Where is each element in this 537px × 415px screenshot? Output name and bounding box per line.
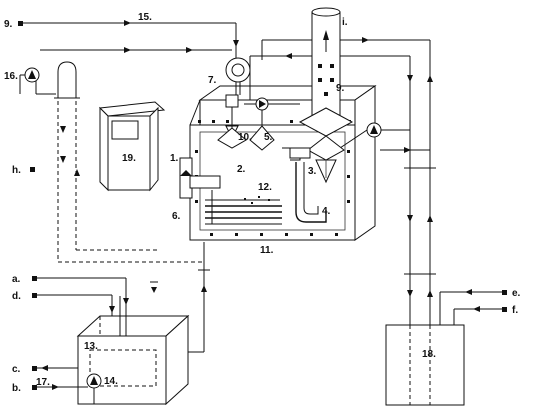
label-5: 5. — [264, 132, 273, 143]
label-17: 17. — [36, 377, 50, 388]
tank-13 — [76, 286, 190, 406]
label-d: d. — [12, 291, 21, 302]
computer-19 — [98, 101, 166, 192]
label-9-cyclone: 9. — [336, 83, 345, 94]
tank-18 — [385, 289, 507, 406]
label-a: a. — [12, 274, 21, 285]
main-chamber-11 — [189, 85, 377, 241]
pipe-pump-16 — [19, 47, 232, 95]
label-15: 15. — [138, 12, 152, 23]
label-e: e. — [512, 288, 521, 299]
u-tube-left — [54, 61, 204, 263]
label-b: b. — [12, 383, 21, 394]
exhaust-stack — [298, 7, 354, 137]
cyclone-3 — [282, 135, 345, 184]
label-4: 4. — [322, 206, 331, 217]
label-1: 1. — [170, 153, 179, 164]
label-19: 19. — [122, 153, 136, 164]
pump-chamber-top — [244, 97, 300, 111]
label-i: i. — [342, 17, 348, 28]
label-16: 16. — [4, 71, 18, 82]
marker-h — [30, 167, 35, 172]
pipe-9-inlet — [18, 20, 239, 100]
label-3: 3. — [308, 166, 317, 177]
side-panel-1 — [179, 157, 193, 199]
label-h: h. — [12, 165, 21, 176]
label-18: 18. — [422, 349, 436, 360]
label-f: f. — [512, 305, 518, 316]
trays-6 — [189, 175, 282, 225]
label-10: 10. — [238, 132, 252, 143]
pump-right — [339, 122, 382, 149]
trap-4 — [295, 162, 327, 223]
outlets-c-b — [32, 365, 102, 404]
nozzles-10-5 — [217, 100, 275, 151]
return-line-13 — [188, 242, 210, 353]
inlets-a-d — [32, 276, 158, 316]
label-6: 6. — [172, 211, 181, 222]
label-14: 14. — [104, 376, 118, 387]
label-7: 7. — [208, 75, 217, 86]
label-2: 2. — [237, 164, 246, 175]
label-13: 13. — [84, 341, 98, 352]
label-9-inlet: 9. — [4, 19, 13, 30]
label-12: 12. — [258, 182, 272, 193]
label-11: 11. — [260, 245, 274, 256]
label-c: c. — [12, 364, 21, 375]
pump-16 — [24, 67, 40, 83]
